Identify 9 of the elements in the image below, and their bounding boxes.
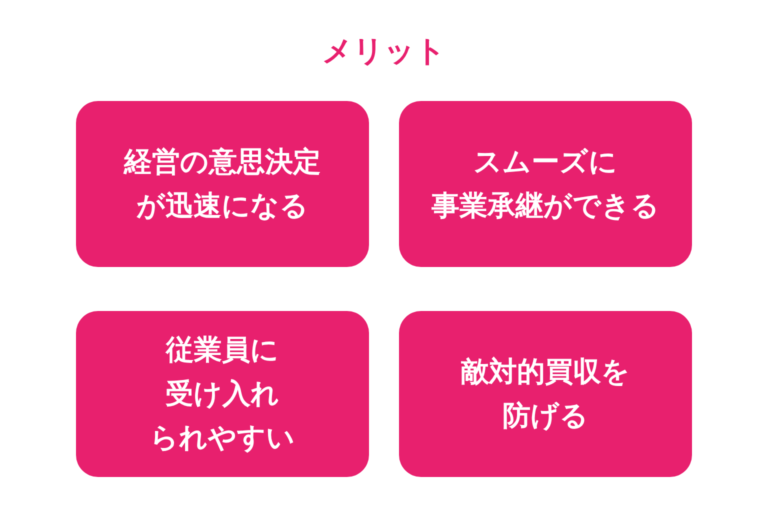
merit-text: スムーズに事業承継ができる xyxy=(432,144,660,224)
merit-text: 経営の意思決定が迅速になる xyxy=(124,144,321,224)
merit-box xyxy=(76,311,369,477)
merit-box xyxy=(399,311,692,477)
merit-text: 従業員に受け入れられやすい xyxy=(150,332,295,456)
merit-text: 敵対的買収を防げる xyxy=(461,354,630,434)
merit-box xyxy=(399,101,692,267)
merit-box xyxy=(76,101,369,267)
title: メリット xyxy=(322,33,446,71)
